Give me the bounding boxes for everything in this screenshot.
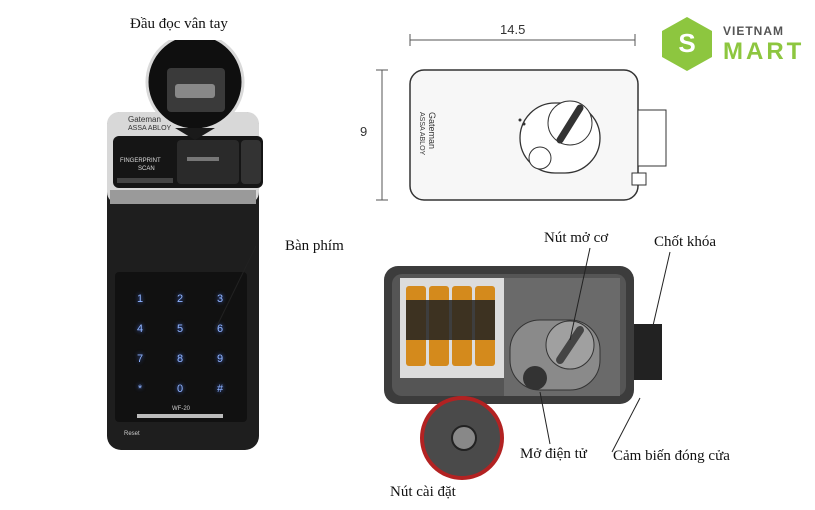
back-plate-brand: Gateman: [427, 112, 437, 150]
keypad-key: 9: [216, 353, 224, 365]
label-mechanical-open: Nút mở cơ: [544, 230, 609, 246]
keypad-key: 5: [176, 323, 184, 335]
label-latch: Chốt khóa: [654, 234, 717, 250]
scan-text-1: FINGERPRINT: [120, 158, 161, 164]
label-electronic-open: Mở điện tử: [520, 446, 587, 462]
keypad-key: 3: [216, 293, 224, 305]
logo-bottom-text: MART: [723, 38, 805, 65]
label-setup-button: Nút cài đặt: [390, 484, 456, 500]
dimension-width: 14.5: [500, 22, 526, 37]
scan-text-2: SCAN: [138, 166, 155, 172]
model-label: WF-20: [172, 406, 190, 412]
keypad-key: 4: [136, 323, 144, 335]
lock-dimension-drawing: [376, 34, 667, 201]
device-brand: Gateman: [128, 115, 161, 124]
label-keypad: Bàn phím: [285, 238, 344, 254]
back-plate-sub: ASSA ABLOY: [418, 112, 425, 156]
keypad-key: 8: [176, 353, 184, 365]
batteries: [406, 286, 495, 366]
keypad-key: 2: [176, 293, 184, 305]
keypad-area: [115, 272, 247, 422]
device-sub-brand: ASSA ABLOY: [128, 125, 172, 132]
keypad: 1 2 3 4 5 6 7 8 9 * 0 #: [120, 290, 240, 410]
keypad-key: 6: [216, 323, 224, 335]
dimension-height: 9: [360, 124, 368, 139]
keypad-key: #: [216, 383, 224, 395]
reset-label: Reset: [124, 431, 140, 437]
logo-hexagon-icon: S: [662, 17, 712, 71]
keypad-key: *: [137, 383, 143, 395]
logo-top-text: VIETNAM: [723, 24, 784, 38]
keypad-key: 7: [136, 353, 144, 365]
keypad-key: 1: [136, 293, 144, 305]
lock-front-illustration: [107, 40, 263, 450]
vietnam-smart-logo: S VIETNAM MART: [657, 14, 807, 72]
label-door-sensor: Cảm biến đóng cửa: [613, 448, 730, 464]
keypad-key: 0: [176, 383, 184, 395]
label-fingerprint-reader: Đầu đọc vân tay: [130, 16, 228, 32]
svg-text:S: S: [678, 28, 695, 58]
